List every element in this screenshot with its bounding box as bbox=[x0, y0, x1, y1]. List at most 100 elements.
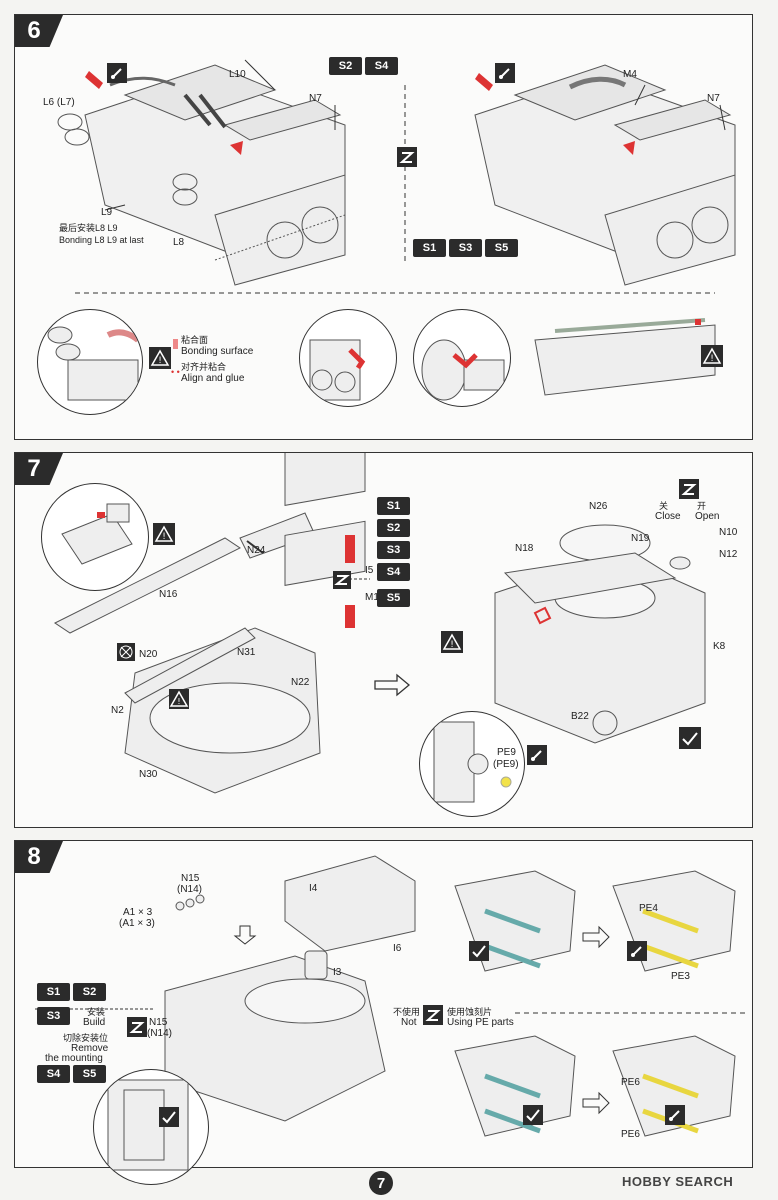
cement-icon bbox=[333, 571, 351, 589]
label-m4: M4 bbox=[623, 69, 637, 80]
glue-icon bbox=[495, 63, 515, 83]
label-n22: N22 bbox=[291, 677, 310, 688]
label-k8: K8 bbox=[713, 641, 726, 652]
label-b22: B22 bbox=[571, 711, 589, 722]
badge-s3: S3 bbox=[377, 541, 410, 559]
label-n2: N2 bbox=[111, 705, 124, 716]
badge-s2: S2 bbox=[73, 983, 106, 1001]
badge-s5: S5 bbox=[377, 589, 410, 607]
svg-text:!: ! bbox=[158, 356, 162, 366]
badge-s1: S1 bbox=[37, 983, 70, 1001]
label-l9: L9 bbox=[101, 207, 113, 218]
label-not-cn: 不使用 bbox=[393, 1007, 421, 1017]
label-open-en: Open bbox=[695, 511, 720, 522]
label-l8: L8 bbox=[173, 237, 185, 248]
label-i5: I5 bbox=[365, 565, 374, 576]
badge-s1: S1 bbox=[377, 497, 410, 515]
label-n24: N24 bbox=[247, 545, 266, 556]
badge-s5: S5 bbox=[73, 1065, 106, 1083]
pe9-detail-circle bbox=[419, 711, 525, 817]
label-close-en: Close bbox=[655, 511, 681, 522]
glue-icon bbox=[523, 1105, 543, 1125]
glue-brush-icon bbox=[527, 745, 547, 765]
step-8-drawing bbox=[35, 855, 745, 1137]
warning-icon: ! bbox=[153, 523, 175, 545]
label-close-cn: 关 bbox=[659, 501, 669, 511]
warning-icon: ! bbox=[169, 689, 189, 709]
label-pe4: PE4 bbox=[639, 903, 658, 914]
muzzle-detail-circle bbox=[41, 483, 149, 591]
label-build-cn: 安装 bbox=[87, 1007, 106, 1017]
step-6-panel: 6 bbox=[14, 14, 753, 440]
badge-s2: S2 bbox=[377, 519, 410, 537]
badge-s5: S5 bbox=[485, 239, 518, 257]
glue-icon bbox=[159, 1107, 179, 1127]
warning-icon: ! bbox=[149, 347, 171, 369]
label-build-en: Build bbox=[83, 1017, 106, 1028]
label-pe9: PE9 bbox=[497, 747, 516, 758]
svg-text:!: ! bbox=[177, 697, 180, 706]
label-i3: I3 bbox=[333, 967, 342, 978]
label-pe9-alt: (PE9) bbox=[493, 759, 519, 770]
label-remove-en2: the mounting bbox=[45, 1053, 103, 1064]
label-a1-alt: (A1 × 3) bbox=[119, 918, 155, 929]
step-7-panel: 7 ! N16 N24 I5 M1 N20 N31 N22 N bbox=[14, 452, 753, 828]
badge-s1: S1 bbox=[413, 239, 446, 257]
legend-align-cn: 对齐并粘合 bbox=[181, 362, 227, 372]
glue-icon bbox=[679, 727, 701, 749]
label-not-en: Not bbox=[401, 1017, 417, 1028]
cement-icon bbox=[679, 479, 699, 499]
legend-bond-en: Bonding surface bbox=[181, 346, 254, 357]
label-n30: N30 bbox=[139, 769, 158, 780]
label-using-en: Using PE parts bbox=[447, 1017, 514, 1028]
label-i4: I4 bbox=[309, 883, 318, 894]
watermark: HOBBY SEARCH bbox=[622, 1174, 734, 1189]
label-remove-cn: 切除安装位 bbox=[63, 1033, 109, 1043]
label-n20: N20 bbox=[139, 649, 158, 660]
align-dots-icon: • • bbox=[171, 367, 180, 377]
bond-swatch-icon bbox=[173, 339, 178, 349]
label-n14-b: (N14) bbox=[147, 1028, 173, 1039]
svg-text:!: ! bbox=[162, 532, 166, 542]
note-cn: 最后安装L8 L9 bbox=[59, 223, 118, 233]
svg-text:!: ! bbox=[710, 354, 714, 364]
label-n10: N10 bbox=[719, 527, 738, 538]
label-n26: N26 bbox=[589, 501, 608, 512]
step-8-panel: 8 N15 (N14) A1 × 3 (A1 × 3) I4 I6 I3 bbox=[14, 840, 753, 1185]
label-n7: N7 bbox=[309, 93, 322, 104]
page-number: 7 bbox=[369, 1171, 393, 1195]
note-en: Bonding L8 L9 at last bbox=[59, 235, 144, 245]
step-6-drawing bbox=[57, 59, 736, 294]
label-pe6-b: PE6 bbox=[621, 1129, 640, 1140]
label-n12: N12 bbox=[719, 549, 738, 560]
badge-s3: S3 bbox=[37, 1007, 70, 1025]
glue-icon bbox=[469, 941, 489, 961]
cement-icon bbox=[397, 147, 417, 167]
label-i6: I6 bbox=[393, 943, 402, 954]
glue-brush-icon bbox=[627, 941, 647, 961]
label-pe3: PE3 bbox=[671, 971, 690, 982]
label-pe6-a: PE6 bbox=[621, 1077, 640, 1088]
glue-brush-icon bbox=[665, 1105, 685, 1125]
warning-icon: ! bbox=[441, 631, 463, 653]
cement-icon bbox=[127, 1017, 147, 1037]
label-using-cn: 使用蚀刻片 bbox=[447, 1007, 493, 1017]
warning-icon: ! bbox=[701, 345, 723, 367]
step-number: 6 bbox=[15, 15, 63, 47]
step-7-drawing bbox=[54, 453, 706, 794]
label-l6: L6 (L7) bbox=[43, 97, 75, 108]
badge-s2: S2 bbox=[329, 57, 362, 75]
glue-icon bbox=[107, 63, 127, 83]
legend-align-en: Align and glue bbox=[181, 373, 245, 384]
label-n31: N31 bbox=[237, 647, 256, 658]
label-remove-en1: Remove bbox=[71, 1043, 109, 1054]
label-open-cn: 开 bbox=[697, 501, 707, 511]
label-l10: L10 bbox=[229, 69, 246, 80]
no-glue-icon bbox=[117, 643, 135, 661]
label-n14: (N14) bbox=[177, 884, 203, 895]
label-m1: M1 bbox=[365, 592, 379, 603]
label-a1: A1 × 3 bbox=[123, 907, 153, 918]
label-n19: N19 bbox=[631, 533, 650, 544]
label-n15: N15 bbox=[181, 873, 200, 884]
svg-text:!: ! bbox=[450, 640, 454, 650]
